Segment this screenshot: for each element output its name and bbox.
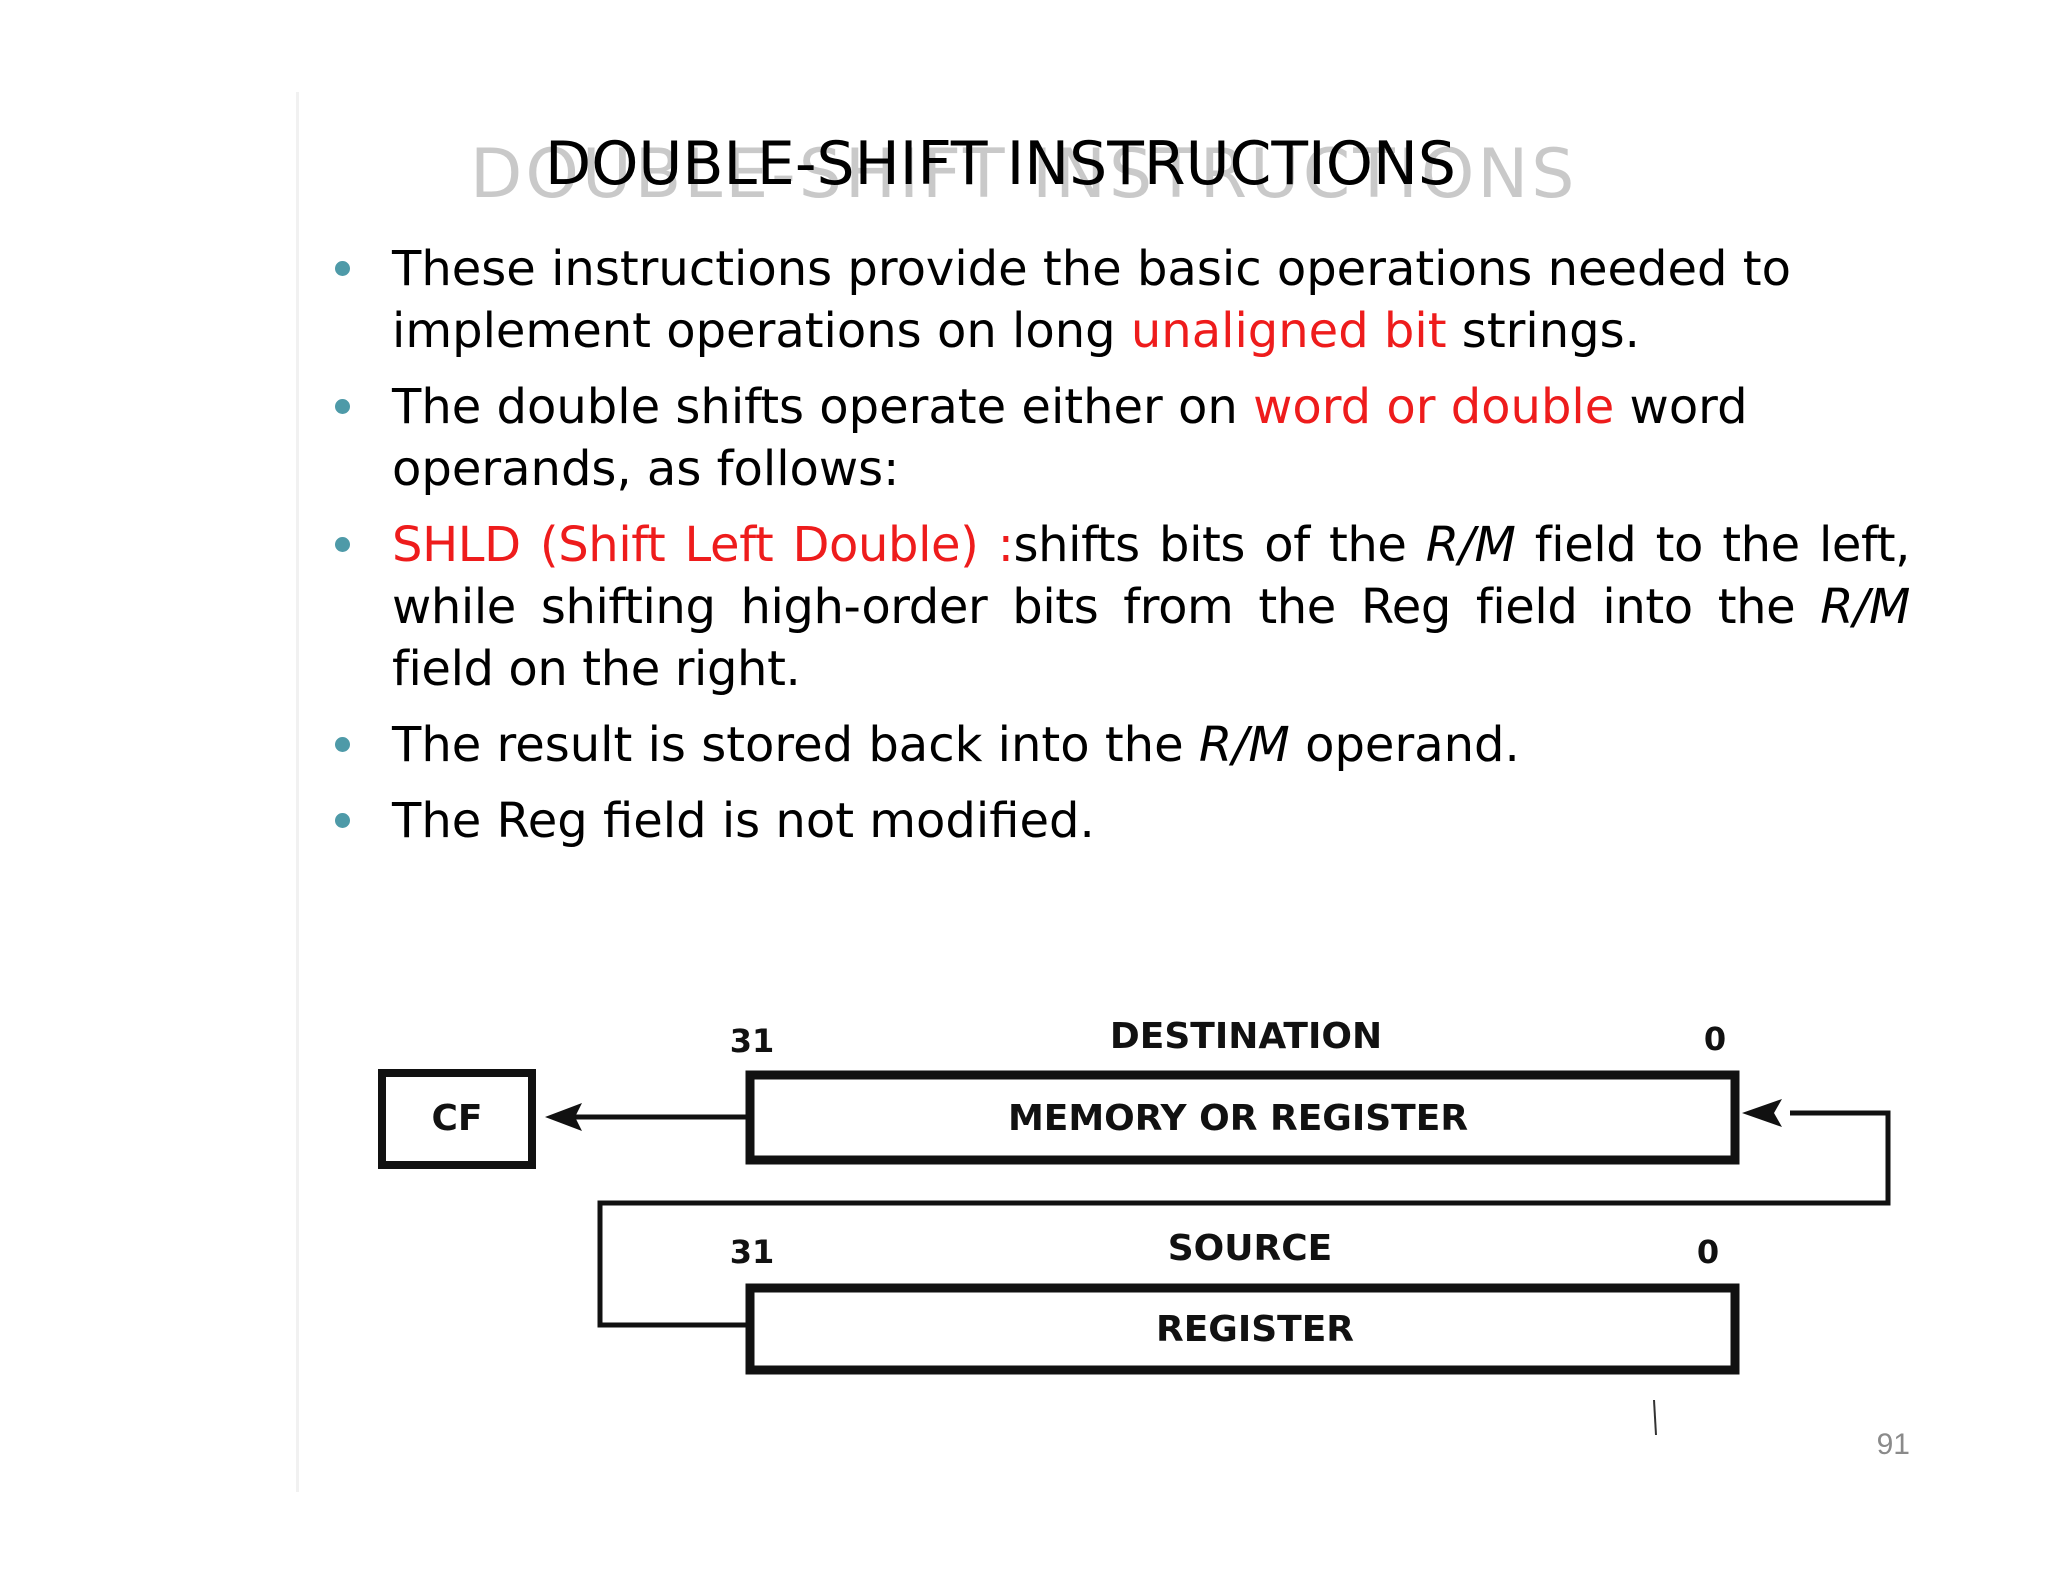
bullet-4-rm: R/M [1198,717,1290,773]
bullet-list: These instructions provide the basic ope… [330,238,1910,866]
bullet-3-text-a: shifts bits of the [1013,517,1426,573]
bullet-1-line-1: These instructions provide the basic ope… [392,241,1791,297]
source-box [745,1283,1740,1375]
bullet-3-rm-2: R/M [1820,579,1910,635]
feedback-arrow-head [1742,1099,1782,1127]
bullet-2-text-end: word operands, as follows: [392,379,1748,497]
bullet-dot-icon [335,399,350,414]
cf-box [378,1069,536,1169]
bullet-1-text-end: strings. [1446,303,1640,359]
shld-diagram: CF 31 DESTINATION 0 MEMORY OR REGISTER 3… [378,1016,1891,1436]
destination-label: DESTINATION [1110,1016,1382,1057]
bullet-item-1: These instructions provide the basic ope… [330,238,1910,362]
bullet-5-text: The Reg field is not modified. [392,793,1095,849]
slide-title-text: DOUBLE-SHIFT INSTRUCTIONS [545,129,1456,199]
bullet-1-highlight: unaligned bit [1130,303,1447,359]
bullet-item-5: The Reg field is not modified. [330,790,1910,852]
destination-lsb-label: 0 [1704,1020,1726,1058]
bullet-4-text-end: operand. [1289,717,1520,773]
source-lsb-label: 0 [1697,1233,1719,1271]
destination-msb-label: 31 [730,1022,775,1060]
destination-box [745,1070,1740,1165]
bullet-item-3: SHLD (Shift Left Double) :shifts bits of… [330,514,1910,700]
slide-title-shadow: DOUBLE-SHIFT INSTRUCTIONS [470,135,1578,214]
cf-label: CF [431,1098,482,1139]
bullet-2-highlight: word or double [1253,379,1615,435]
bullet-4-text: The result is stored back into the [392,717,1199,773]
scan-mark [1653,1399,1657,1436]
bullet-dot-icon [335,813,350,828]
source-label: SOURCE [1168,1228,1333,1269]
page-number: 91 [1876,1428,1910,1461]
bullet-item-4: The result is stored back into the R/M o… [330,714,1910,776]
feedback-loop-line [597,1110,1891,1328]
bullet-3-highlight: SHLD (Shift Left Double) : [392,517,1014,573]
slide-title: DOUBLE-SHIFT INSTRUCTIONS DOUBLE-SHIFT I… [0,125,2048,245]
bullet-3-text-b: field to the left, while shifting high-o… [392,517,1910,635]
slide-left-edge [296,92,299,1492]
bullet-dot-icon [335,537,350,552]
destination-box-label: MEMORY OR REGISTER [1008,1098,1468,1139]
bullet-dot-icon [335,261,350,276]
bullet-item-2: The double shifts operate either on word… [330,376,1910,500]
source-msb-label: 31 [730,1233,775,1271]
source-box-label: REGISTER [1156,1309,1354,1350]
arrow-to-cf-head [545,1103,582,1131]
bullet-3-text-c: field on the right. [392,641,801,697]
bullet-dot-icon [335,737,350,752]
bullet-3-rm-1: R/M [1425,517,1516,573]
bullet-1-text: implement operations on long [392,303,1131,359]
bullet-2-text: The double shifts operate either on [392,379,1254,435]
